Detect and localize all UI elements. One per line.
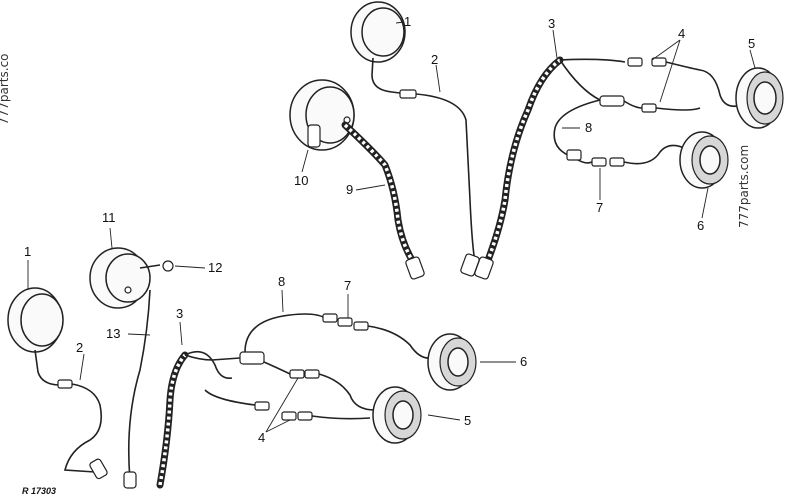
callout-upper-6: 6	[697, 218, 704, 233]
lower-connectors-4	[254, 361, 320, 421]
callout-lower-13: 13	[106, 326, 120, 341]
watermark-diagonal: 777parts.com	[737, 145, 751, 228]
callout-leaders	[27, 21, 756, 433]
upper-lamp-6	[679, 131, 729, 189]
upper-tail-lamp-5	[655, 61, 784, 129]
lower-bolt-12	[162, 260, 174, 272]
watermark-vertical: 777parts.co	[0, 53, 11, 125]
callout-upper-7: 7	[596, 200, 603, 215]
lower-wire-13	[123, 289, 151, 489]
callout-lower-4: 4	[258, 430, 265, 445]
lower-wire-8	[244, 313, 338, 353]
upper-lamp-1	[350, 1, 416, 96]
lower-lamp-5	[311, 373, 422, 444]
upper-assembly	[289, 1, 784, 280]
callout-lower-3: 3	[176, 306, 183, 321]
lower-callouts: 1 2 3 4 5 6 7 8 11 12 13	[24, 210, 527, 445]
upper-connectors-4	[599, 57, 667, 113]
callout-lower-1: 1	[24, 244, 31, 259]
callout-lower-11: 11	[102, 210, 116, 225]
lower-lamp-11	[89, 247, 161, 309]
lower-connector-7	[337, 317, 433, 360]
callout-lower-7: 7	[344, 278, 351, 293]
callout-upper-9: 9	[346, 182, 353, 197]
upper-wire-8	[566, 149, 593, 164]
reference-code: R 17303	[22, 486, 56, 496]
upper-harness-9	[341, 121, 425, 280]
callout-upper-8: 8	[585, 120, 592, 135]
callout-lower-8: 8	[278, 274, 285, 289]
lower-lead-wire-2	[57, 379, 108, 480]
callout-lower-12: 12	[208, 260, 222, 275]
callout-lower-6: 6	[520, 354, 527, 369]
lower-lamp-6	[427, 333, 477, 391]
upper-connector-7	[591, 144, 689, 167]
lower-assembly	[7, 247, 477, 489]
upper-lamp-10	[289, 79, 355, 151]
callout-upper-4: 4	[678, 26, 685, 41]
callout-lower-5: 5	[464, 413, 471, 428]
callout-upper-3: 3	[548, 16, 555, 31]
upper-harness-3	[474, 56, 626, 280]
upper-lead-wire-2	[399, 89, 480, 277]
lower-harness-3	[156, 350, 265, 489]
callout-upper-10: 10	[294, 173, 308, 188]
callout-lower-2: 2	[76, 340, 83, 355]
upper-callouts: 1 2 3 4 5 6 7 8 9 10	[294, 14, 755, 233]
callout-upper-2: 2	[431, 52, 438, 67]
callout-upper-5: 5	[748, 36, 755, 51]
lower-lamp-1	[7, 287, 64, 386]
callout-upper-1: 1	[404, 14, 411, 29]
